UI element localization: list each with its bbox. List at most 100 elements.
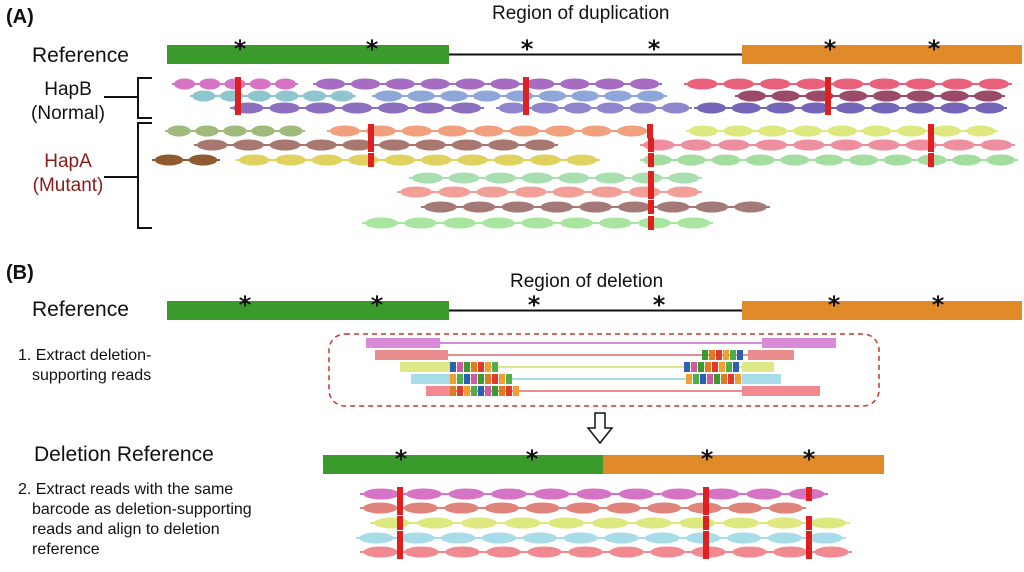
read-segment [411,172,443,184]
read-segment [275,154,306,166]
barcode-block [693,374,699,384]
read-segment [647,502,682,514]
read-segment [773,546,808,558]
barcode-block [499,374,505,384]
step-2-line-3: reads and align to deletion [32,521,220,538]
variant-mark [806,516,812,530]
read-segment [404,217,437,229]
variant-mark [397,501,403,515]
read-segment [827,125,857,137]
read-segment [943,139,975,151]
variant-mark [703,516,709,530]
read-segment [696,102,726,114]
read-segment [448,488,485,500]
reference-a-green-segment [167,45,449,64]
read-segment [363,546,398,558]
read-segment [732,546,767,558]
read-segment [342,139,374,151]
barcode-block [705,362,711,372]
read-segment [563,102,592,114]
barcode-block [464,386,470,396]
variant-mark [397,545,403,559]
read-segment [485,172,516,184]
read-segment [759,78,791,90]
read-segment [566,154,598,166]
read-segment [481,532,517,544]
read-segment [579,201,612,213]
read-segment [363,488,400,500]
step-2-text: 2. Extract reads with the same barcode a… [18,480,252,560]
barcode-block [457,374,463,384]
read-segment [524,139,556,151]
variant-mark [368,138,374,152]
read-segment [476,186,509,198]
read-segment [609,546,644,558]
read-segment [420,78,450,90]
reference-b-star: * [932,291,945,319]
barcode-block [499,386,505,396]
barcode-block [691,362,697,372]
variant-mark [523,77,529,91]
read-segment [695,201,729,213]
read-segment [645,532,680,544]
read-segment [378,102,409,114]
read-segment [746,488,783,500]
barcode-block [492,362,498,372]
read-segment [514,186,547,198]
read-segment [233,139,264,151]
read-segment [531,102,559,114]
read-segment [638,217,671,229]
read-segment [493,154,525,166]
barcode-block [457,386,463,396]
read-segment [737,90,767,102]
barcode-block [719,362,725,372]
read-segment [745,154,775,166]
read-segment [643,139,675,151]
deletion-ref-star: * [701,445,714,473]
read-segment [604,532,639,544]
variant-mark [647,124,653,138]
read-segment [718,139,750,151]
read-segment [341,102,373,114]
read-segment [940,90,969,102]
variant-mark [235,77,241,91]
variant-mark [825,101,831,115]
read-segment [451,139,483,151]
read-segment [896,125,926,137]
variant-mark [928,124,934,138]
read-segment [174,78,196,90]
read-segment [869,78,900,90]
read-segment [251,125,275,137]
split-read-3-left [400,362,450,372]
split-read-4-left [411,374,452,384]
read-segment [378,139,410,151]
step-1-text: 1. Extract deletion- supporting reads [18,346,151,386]
read-segment [527,546,562,558]
read-segment [726,532,762,544]
read-segment [473,125,504,137]
barcode-block [684,362,690,372]
hapA-status: (Mutant) [32,175,104,196]
variant-mark [397,487,403,501]
read-segment [596,102,625,114]
read-segment [940,102,970,114]
reference-label-b: Reference [32,298,129,321]
read-segment [505,90,534,102]
split-read-5-left [426,386,452,396]
read-segment [311,154,343,166]
read-segment [872,90,902,102]
read-segment [279,125,303,137]
barcode-block [485,374,491,384]
read-segment [545,125,576,137]
read-segment [952,154,981,166]
read-segment [188,154,218,166]
read-segment [604,90,632,102]
split-read-1-left [366,338,440,348]
reference-b-orange-segment [742,301,1022,320]
hapB-status: (Normal) [31,103,105,124]
variant-mark [703,531,709,545]
read-segment [731,102,761,114]
read-segment [420,154,452,166]
read-segment [540,201,574,213]
read-segment [488,139,519,151]
